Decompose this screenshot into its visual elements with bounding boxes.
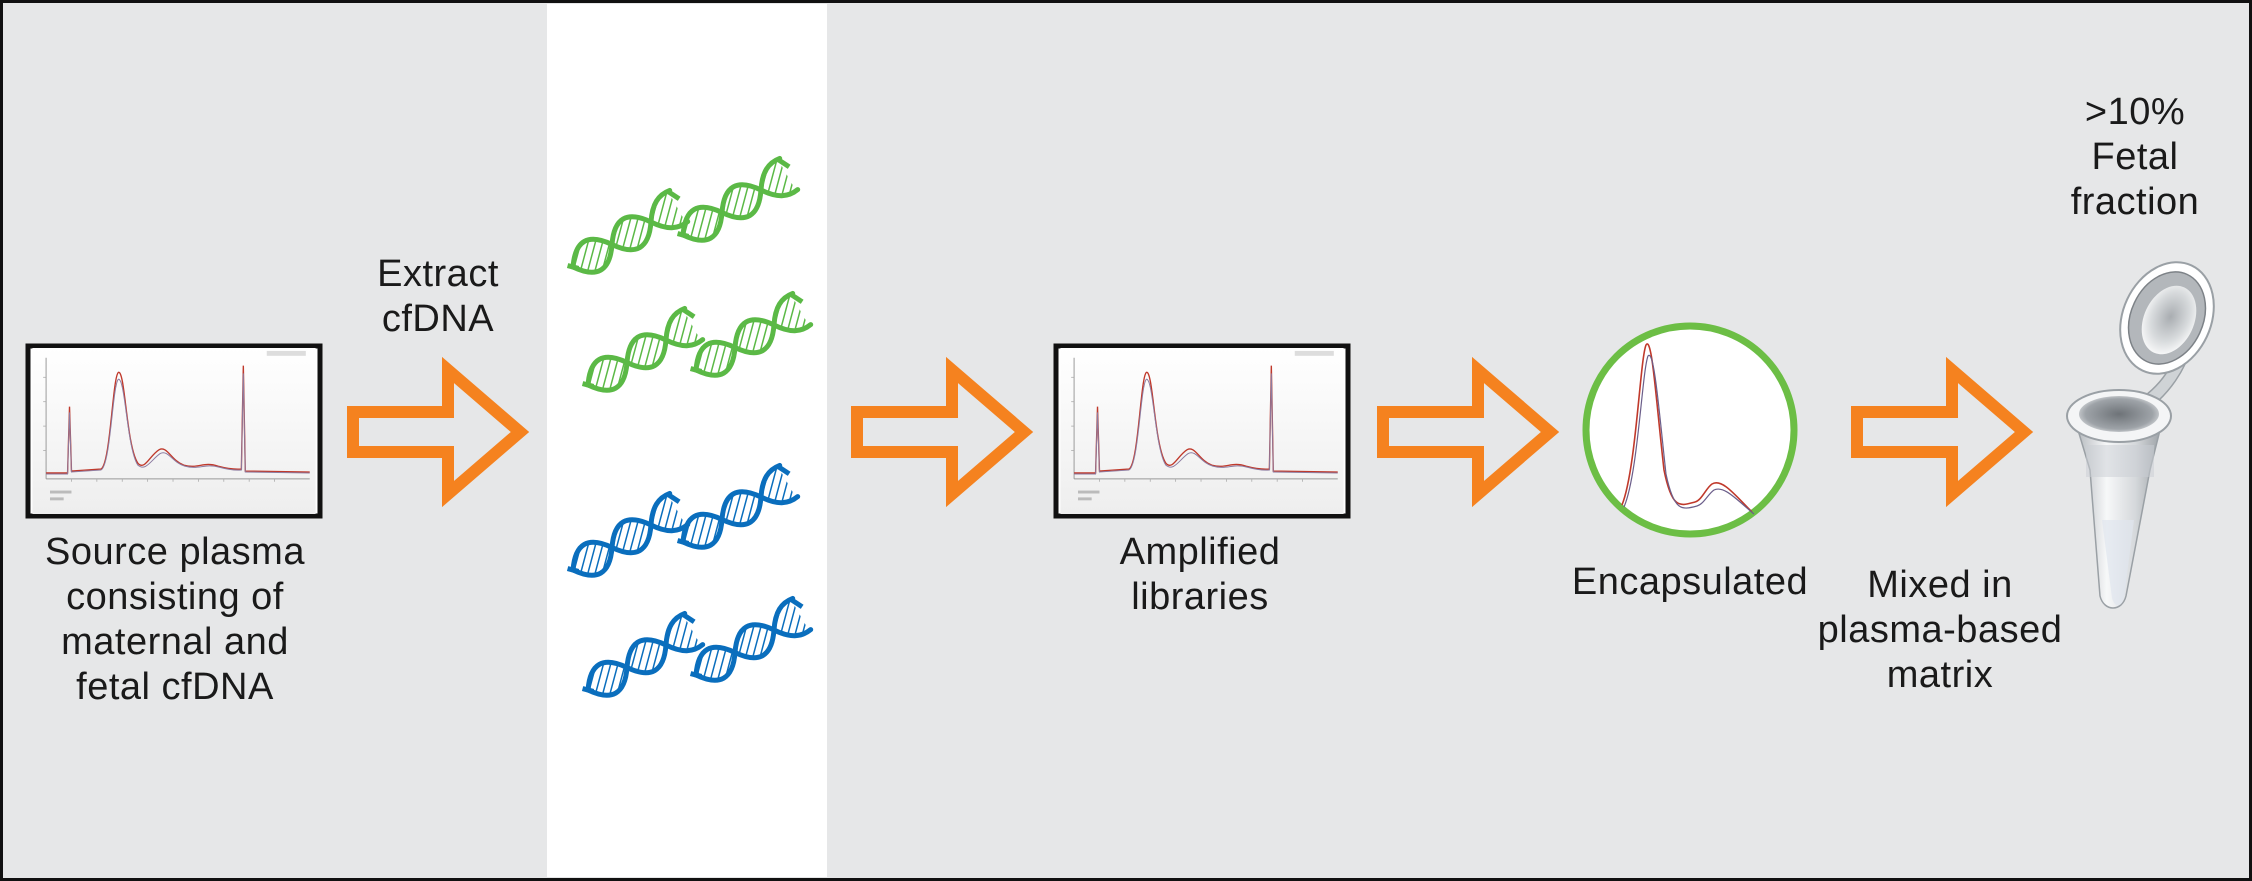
source-plasma-label: Source plasma consisting of maternal and… — [45, 531, 305, 708]
amplified-libraries-label: Amplified libraries — [1119, 531, 1281, 618]
source-plasma-trace — [25, 343, 323, 519]
dna-panel — [547, 4, 827, 877]
fetal-fraction-label: >10% Fetal fraction — [2070, 91, 2200, 223]
amplified-libraries-trace — [1053, 343, 1351, 519]
encapsulated-label: Encapsulated — [1571, 561, 1809, 603]
encapsulated-circle — [1582, 322, 1798, 538]
microcentrifuge-tube-icon — [2066, 261, 2215, 609]
mixed-matrix-label: Mixed in plasma-based matrix — [1817, 564, 2063, 696]
extract-cfdna-label: Extract cfDNA — [377, 253, 499, 340]
